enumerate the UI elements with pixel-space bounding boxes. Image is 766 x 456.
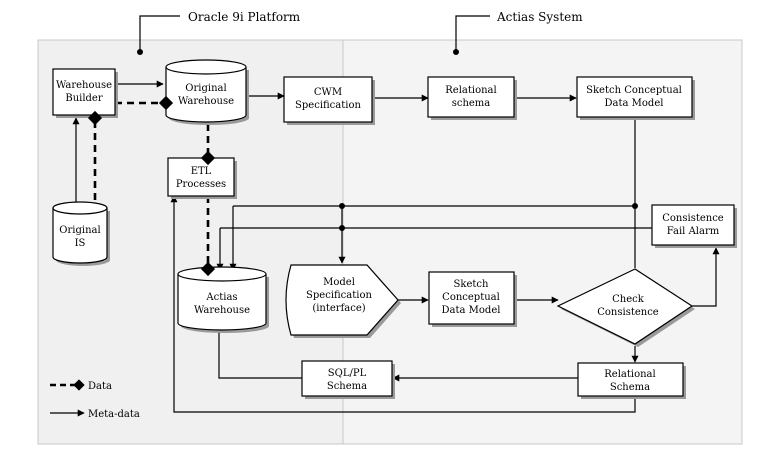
legend-metadata-label: Meta-data xyxy=(88,409,140,420)
original-is-label-1: Original xyxy=(59,225,100,236)
model-specification-label-2: Specification xyxy=(306,290,372,301)
consistence-fail-alarm-label-1: Consistence xyxy=(662,213,724,224)
actias-title-dot xyxy=(453,49,459,55)
warehouse-builder-label-2: Builder xyxy=(65,93,103,104)
sketch-conceptual-top-label-2: Data Model xyxy=(605,98,664,109)
actias-warehouse-label-2: Warehouse xyxy=(194,305,250,316)
sql-pl-schema-label-1: SQL/PL xyxy=(328,368,367,379)
cwm-specification-label-1: CWM xyxy=(314,87,342,98)
junction-dot xyxy=(339,203,345,209)
cwm-specification-box: CWM Specification xyxy=(283,76,375,125)
warehouse-builder-label-1: Warehouse xyxy=(56,80,112,91)
consistence-fail-alarm-box: Consistence Fail Alarm xyxy=(651,204,737,248)
warehouse-builder-box: Warehouse Builder xyxy=(52,68,118,118)
sketch-conceptual-mid-label-1: Sketch xyxy=(454,279,489,290)
relational-schema-top-label-1: Relational xyxy=(445,85,496,96)
legend-data-label: Data xyxy=(88,381,112,392)
original-warehouse-cylinder: Original Warehouse xyxy=(165,59,249,125)
junction-dot xyxy=(632,203,638,209)
sql-pl-schema-box: SQL/PL Schema xyxy=(301,360,395,399)
original-warehouse-label-2: Warehouse xyxy=(178,96,234,107)
model-specification-label-3: (interface) xyxy=(312,303,365,314)
sqlpl-to-actias-warehouse-arrow xyxy=(215,317,302,379)
sketch-conceptual-top-label-1: Sketch Conceptual xyxy=(586,85,682,96)
sketch-conceptual-top-box: Sketch Conceptual Data Model xyxy=(576,76,695,120)
etl-processes-label-2: Processes xyxy=(176,179,226,190)
original-warehouse-label-1: Original xyxy=(185,83,226,94)
relational-schema-top-box: Relational schema xyxy=(427,76,517,120)
etl-processes-box: ETL Processes xyxy=(167,157,237,199)
sketch-conceptual-mid-label-2: Conceptual xyxy=(442,292,500,303)
cwm-specification-label-2: Specification xyxy=(295,100,361,111)
check-to-alarm-arrow xyxy=(692,247,720,307)
original-is-cylinder: Original IS xyxy=(52,201,110,266)
oracle-title-dot xyxy=(137,49,143,55)
relational-schema-bottom-label-2: Schema xyxy=(610,382,650,393)
oracle-platform-title: Oracle 9i Platform xyxy=(188,10,301,24)
sql-pl-schema-label-2: Schema xyxy=(327,381,367,392)
model-specification-shape: Model Specification (interface) xyxy=(285,264,401,338)
oracle-title-leader xyxy=(139,15,180,52)
actias-warehouse-cylinder: Actias Warehouse xyxy=(177,266,269,333)
sketch-conceptual-mid-box: Sketch Conceptual Data Model xyxy=(428,271,517,327)
check-consistence-label-2: Consistence xyxy=(597,307,659,318)
sketch-conceptual-mid-label-3: Data Model xyxy=(442,305,501,316)
relational-schema-top-label-2: schema xyxy=(452,98,491,109)
junction-dot xyxy=(339,225,345,231)
etl-processes-label-1: ETL xyxy=(191,166,212,177)
model-specification-label-1: Model xyxy=(323,277,355,288)
actias-warehouse-label-1: Actias xyxy=(205,292,237,303)
original-is-label-2: IS xyxy=(75,238,86,249)
check-consistence-label-1: Check xyxy=(612,294,645,305)
actias-title-leader xyxy=(455,15,490,52)
data-diamond-marker xyxy=(200,261,216,277)
check-consistence-diamond: Check Consistence xyxy=(556,268,695,347)
relational-to-etl-loop-arrow xyxy=(170,195,636,413)
relational-schema-bottom-label-1: Relational xyxy=(604,369,655,380)
data-diamond-marker xyxy=(200,150,216,166)
relational-schema-bottom-box: Relational Schema xyxy=(577,362,686,399)
consistence-fail-alarm-label-2: Fail Alarm xyxy=(667,226,720,237)
actias-system-title: Actias System xyxy=(496,10,583,24)
